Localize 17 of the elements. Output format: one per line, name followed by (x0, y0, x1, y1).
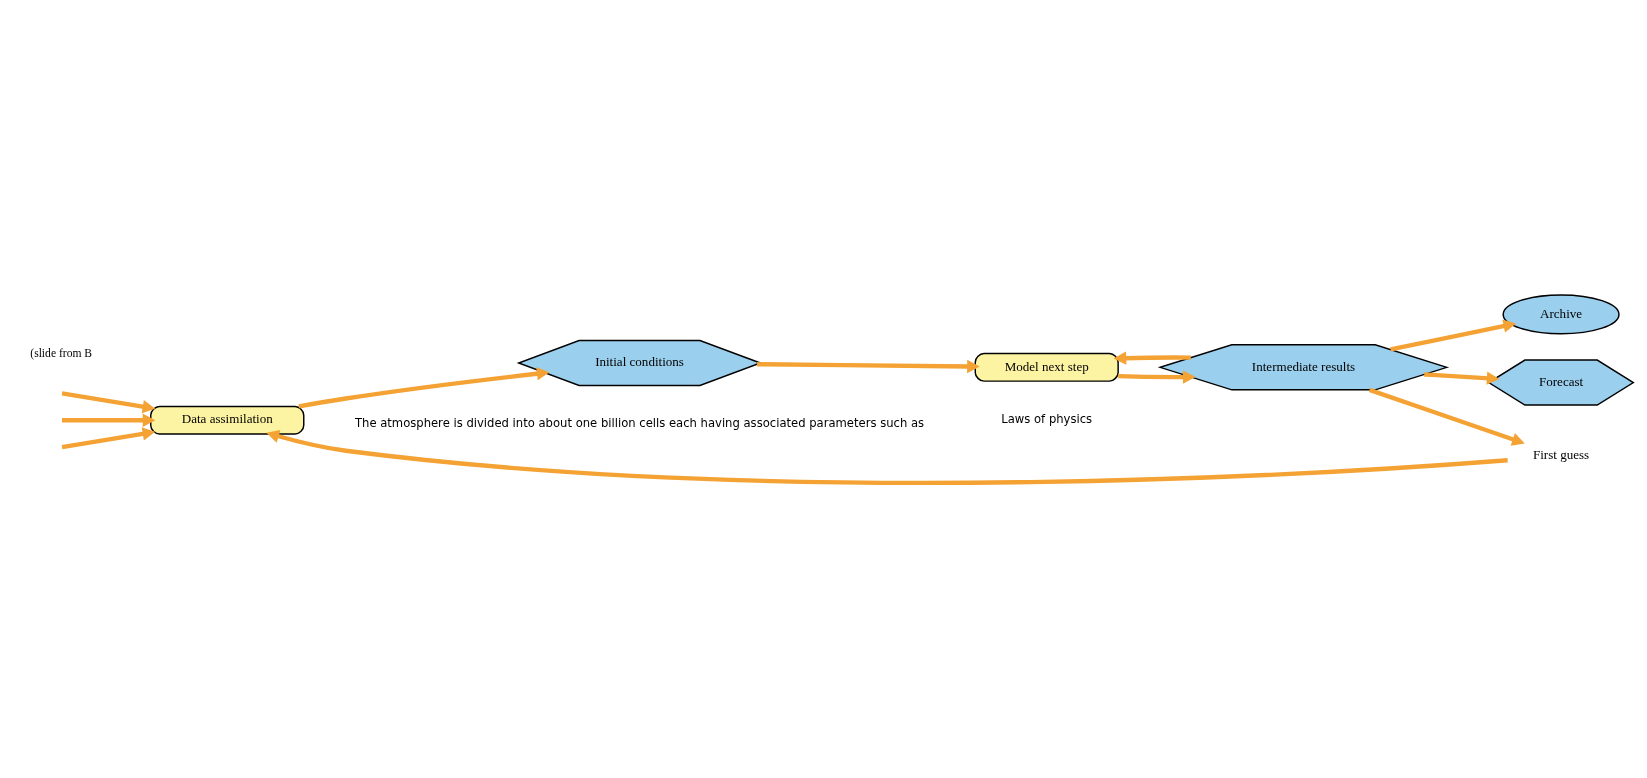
arrow (1113, 351, 1191, 365)
label: (slide from B (30, 347, 93, 361)
arrow (266, 429, 1508, 485)
arrow (757, 359, 980, 374)
arrow (62, 413, 156, 427)
node-box: Model next step (974, 352, 1119, 382)
node-box: Data assimilation (150, 405, 305, 435)
arrow (61, 391, 156, 414)
node-text: First guess (1532, 446, 1590, 462)
node-label: Laws of physics (1001, 412, 1093, 427)
node-label: The atmosphere is divided into about one billion cells each having associated parameters such as (354, 416, 925, 431)
arrow (298, 367, 550, 409)
arrow (1368, 387, 1525, 446)
arrow (61, 427, 156, 450)
arrow (1390, 319, 1517, 352)
arrow (1424, 371, 1500, 385)
arrow (1118, 370, 1196, 384)
